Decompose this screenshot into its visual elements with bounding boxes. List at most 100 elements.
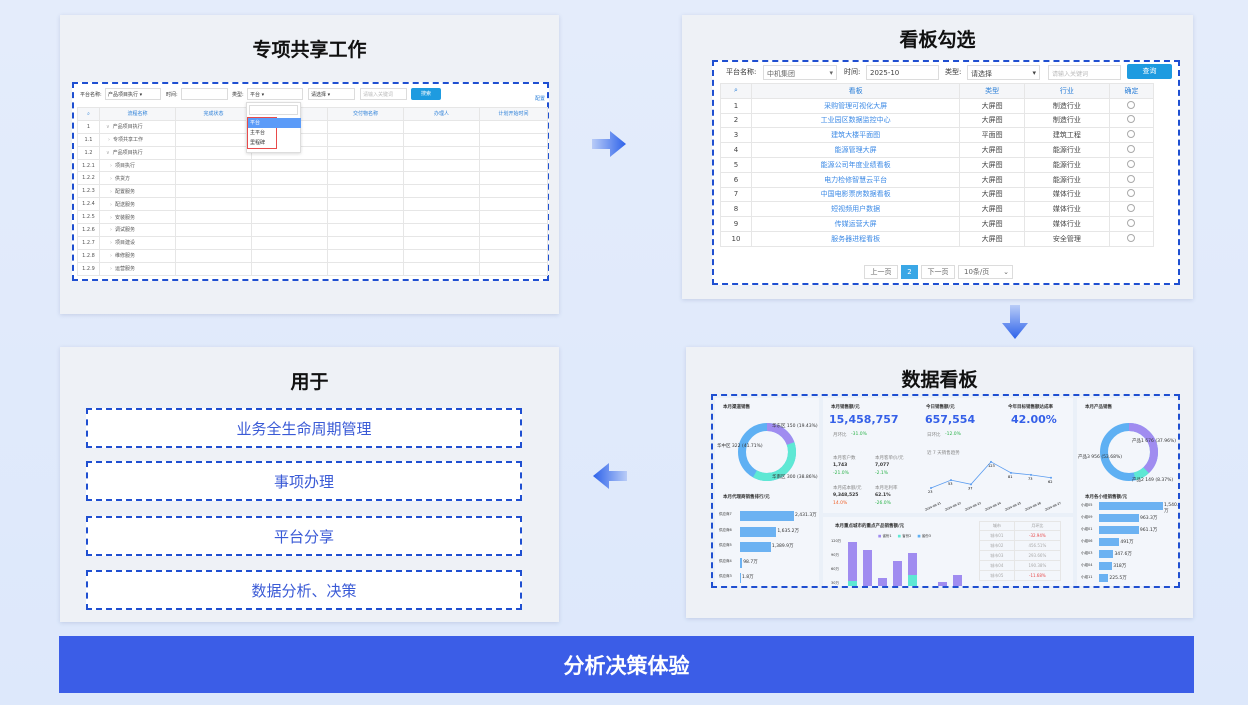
next-page-button[interactable]: 下一页 — [921, 265, 955, 279]
bar — [1099, 562, 1113, 570]
board-name-link[interactable]: 传媒运营大屏 — [750, 216, 961, 232]
table-row[interactable]: 1.2.3›配置服务 — [77, 184, 548, 199]
config-link[interactable]: 配置 — [534, 96, 545, 102]
chevron-right-icon[interactable]: › — [110, 163, 112, 169]
table-row[interactable]: 1.2.9›运营服务 — [77, 261, 548, 276]
chevron-right-icon[interactable]: › — [110, 214, 112, 221]
row-index: 5 — [720, 156, 752, 173]
chevron-right-icon[interactable]: › — [108, 137, 110, 144]
dropdown-option[interactable]: 主平台 — [250, 130, 266, 136]
platform-select[interactable]: 产品项目执行 ▾ — [105, 88, 161, 100]
confirm-radio[interactable] — [1127, 130, 1136, 139]
confirm-radio[interactable] — [1127, 189, 1136, 198]
board-name-link[interactable]: 采购管理可视化大屏 — [750, 97, 961, 114]
time-input[interactable]: 2025-10 — [866, 65, 939, 80]
dropdown-search-input[interactable] — [249, 105, 298, 115]
query-button[interactable]: 查询 — [1127, 64, 1172, 79]
table-row[interactable]: 1.2.7›项目建设 — [77, 235, 548, 250]
empty-cell — [175, 184, 252, 199]
empty-cell — [327, 210, 404, 225]
chevron-down-icon[interactable]: ∨ — [106, 124, 110, 131]
empty-cell — [479, 223, 548, 237]
chevron-right-icon[interactable]: › — [110, 227, 112, 234]
column-header[interactable]: 完成状态 — [175, 107, 252, 121]
column-header[interactable]: 流程名称 — [99, 107, 176, 121]
process-name: ›项目建设 — [99, 235, 176, 250]
confirm-radio[interactable] — [1127, 100, 1136, 109]
usage-item-lifecycle: 业务全生命周期管理 — [86, 408, 522, 448]
board-name-link[interactable]: 电力检修智慧云平台 — [750, 171, 961, 188]
keyword-input[interactable]: 请输入关键词 — [1048, 65, 1121, 80]
confirm-radio[interactable] — [1127, 174, 1136, 183]
table-row[interactable]: 1.2∨产品项目执行 — [77, 145, 548, 160]
process-name: ›项目执行 — [99, 158, 176, 173]
table-row[interactable]: 1∨产品项目执行 — [77, 119, 548, 134]
board-name-link[interactable]: 能源管理大屏 — [750, 142, 961, 158]
chevron-down-icon[interactable]: ∨ — [106, 150, 110, 157]
bar-label: 小组01 — [1081, 527, 1093, 531]
type-select[interactable]: 请选择▾ — [967, 65, 1040, 80]
table-row[interactable]: 1.2.6›调试服务 — [77, 223, 548, 237]
chevron-right-icon[interactable]: › — [110, 266, 112, 273]
y-tick: 30万 — [831, 581, 839, 585]
chevron-right-icon[interactable]: › — [110, 188, 112, 195]
dropdown-option[interactable]: 里程碑 — [250, 140, 266, 146]
confirm-radio[interactable] — [1127, 115, 1136, 124]
board-name-link[interactable]: 中国电影票房数据看板 — [750, 186, 961, 203]
page-size-select[interactable]: 10条/页 ⌄ — [958, 265, 1013, 279]
column-header[interactable]: 交付物名称 — [327, 107, 404, 121]
confirm-radio[interactable] — [1127, 159, 1136, 168]
platform-select[interactable]: 中机集团▾ — [763, 65, 837, 80]
table-row[interactable]: 1.2.8›维修服务 — [77, 248, 548, 263]
board-name-link[interactable]: 建筑大楼平面图 — [750, 127, 961, 144]
confirm-radio[interactable] — [1127, 219, 1136, 228]
chevron-right-icon[interactable]: › — [110, 201, 112, 208]
extra-select[interactable]: 请选择 ▾ — [308, 88, 355, 100]
table-row[interactable]: 1.2.5›安装服务 — [77, 210, 548, 225]
board-type: 大屏图 — [959, 112, 1025, 129]
legend-item: 省份1 — [882, 534, 892, 538]
confirm-radio[interactable] — [1127, 233, 1136, 242]
search-icon[interactable]: ⌕ — [720, 83, 752, 99]
search-button[interactable]: 搜索 — [411, 88, 441, 100]
keyword-input[interactable]: 请输入关键词 — [360, 88, 407, 100]
chevron-right-icon[interactable]: › — [110, 253, 112, 260]
column-header[interactable]: 办理人 — [403, 107, 480, 121]
board-name-link[interactable]: 能源公司年度业绩看板 — [750, 156, 961, 173]
current-page[interactable]: 2 — [901, 265, 918, 279]
board-name-link[interactable]: 短视频用户数据 — [750, 201, 961, 218]
table-row[interactable]: 1.2.4›配送服务 — [77, 197, 548, 212]
chevron-right-icon[interactable]: › — [110, 175, 112, 182]
channel-panel: 本月渠道销售 华东区 150 (19.43%) 华中区 322 (41.71%)… — [715, 398, 819, 586]
dropdown-option[interactable]: 平台 — [248, 118, 301, 128]
row-index: 6 — [720, 171, 752, 188]
confirm-cell — [1108, 97, 1155, 114]
column-header[interactable]: 计划开始时间 — [479, 107, 548, 121]
card-shared-work: 专项共享工作 平台名称: 产品项目执行 ▾ 时间: 类型: 平台 ▾ 请选择 ▾… — [60, 15, 559, 314]
search-icon[interactable]: ⌕ — [77, 107, 100, 121]
confirm-radio[interactable] — [1127, 145, 1136, 154]
table-row[interactable]: 1.2.1›项目执行 — [77, 158, 548, 173]
table-row[interactable]: 1.2.2›供货方 — [77, 171, 548, 186]
prev-page-button[interactable]: 上一页 — [864, 265, 898, 279]
confirm-radio[interactable] — [1127, 204, 1136, 213]
row-index: 1.2.3 — [77, 184, 100, 199]
trend-date-label: 2024-06-22 — [944, 501, 962, 511]
table-row[interactable]: 1.1›专项共享工作 — [77, 132, 548, 147]
time-input[interactable] — [181, 88, 228, 100]
board-name-link[interactable]: 服务器进程看板 — [750, 230, 961, 247]
chevron-right-icon[interactable]: › — [110, 240, 112, 247]
board-name-link[interactable]: 工业园区数据监控中心 — [750, 112, 961, 129]
type-select[interactable]: 平台 ▾ — [247, 88, 303, 100]
